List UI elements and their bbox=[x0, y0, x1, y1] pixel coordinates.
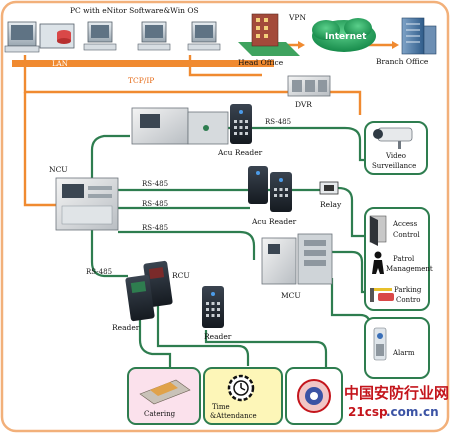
patrol-label-1: Patrol bbox=[393, 255, 415, 263]
dvr-device-icon bbox=[287, 75, 331, 97]
pc-workstation-icon bbox=[83, 21, 117, 51]
mcu-device-icon bbox=[261, 233, 333, 285]
head-office-label: Head Office bbox=[238, 58, 284, 67]
watermark-url-b: .com.cn bbox=[386, 405, 439, 419]
acu-reader-mid-label: Acu Reader bbox=[251, 217, 297, 226]
catering-icon bbox=[139, 379, 191, 405]
tcpip-label: TCP/IP bbox=[128, 76, 154, 85]
pc-caption: PC with eNitor Software&Win OS bbox=[70, 6, 199, 15]
parking-gate-icon bbox=[370, 288, 394, 302]
time-attendance-label-1: Time bbox=[212, 403, 230, 411]
ncu-device-icon bbox=[55, 177, 119, 231]
time-attendance-label-2: &Attendance bbox=[210, 412, 257, 420]
rs485-label: RS-485 bbox=[142, 180, 168, 188]
catering-label: Catering bbox=[144, 410, 176, 418]
emblem-icon bbox=[297, 379, 331, 413]
lan-label: LAN bbox=[52, 60, 68, 68]
internet-cloud-icon bbox=[312, 18, 376, 52]
access-control-label-2: Control bbox=[393, 231, 420, 239]
rs485-label: RS-485 bbox=[265, 118, 291, 126]
fingerprint-reader-icon bbox=[125, 274, 155, 322]
watermark-url-a: 21csp bbox=[348, 405, 388, 419]
card-reader-icon bbox=[248, 166, 268, 204]
ncu-label: NCU bbox=[49, 165, 68, 174]
pc-workstation-icon bbox=[187, 21, 221, 51]
dvr-label: DVR bbox=[295, 100, 312, 109]
parking-label-1: Parking bbox=[394, 286, 422, 294]
rs485-label: RS-485 bbox=[86, 268, 112, 276]
reader-left-label: Reader bbox=[112, 323, 140, 332]
head-office-building-icon bbox=[238, 13, 300, 56]
patrol-guard-icon bbox=[372, 251, 384, 274]
database-icon bbox=[39, 23, 75, 49]
access-control-label-1: Access bbox=[392, 220, 418, 228]
video-surveillance-label-1: Video bbox=[385, 152, 406, 160]
lan-bar bbox=[12, 60, 274, 67]
green-network-lines bbox=[61, 126, 372, 368]
mcu-label: MCU bbox=[281, 291, 301, 300]
pc-workstation-icon bbox=[137, 21, 171, 51]
acu-controller-board-icon bbox=[131, 107, 229, 145]
rs485-label: RS-485 bbox=[142, 200, 168, 208]
rs485-label: RS-485 bbox=[142, 224, 168, 232]
card-reader-icon bbox=[230, 104, 252, 144]
alarm-label: Alarm bbox=[392, 349, 415, 357]
relay-label: Relay bbox=[320, 200, 342, 209]
cctv-camera-icon bbox=[373, 127, 413, 149]
vpn-label: VPN bbox=[288, 13, 306, 22]
arrow-icon bbox=[392, 41, 399, 49]
pc-server-icon bbox=[4, 21, 40, 53]
arrow-icon bbox=[298, 41, 305, 49]
branch-office-label: Branch Office bbox=[376, 57, 429, 66]
patrol-label-2: Management bbox=[386, 265, 433, 273]
door-icon bbox=[369, 215, 387, 246]
relay-device-icon bbox=[319, 181, 339, 195]
branch-office-building-icon bbox=[401, 17, 437, 55]
acu-reader-top-label: Acu Reader bbox=[217, 148, 263, 157]
internet-label: Internet bbox=[325, 32, 367, 42]
watermark-cn: 中国安防行业网 bbox=[344, 384, 449, 402]
card-reader-icon bbox=[202, 286, 224, 328]
clock-gear-icon bbox=[227, 374, 255, 402]
card-reader-icon bbox=[270, 172, 292, 212]
video-surveillance-label-2: Surveillance bbox=[372, 162, 416, 170]
rcu-label: RCU bbox=[172, 271, 190, 280]
parking-label-2: Contro bbox=[396, 296, 420, 304]
alarm-device-icon bbox=[373, 327, 387, 361]
reader-mid-label: Reader bbox=[204, 332, 232, 341]
